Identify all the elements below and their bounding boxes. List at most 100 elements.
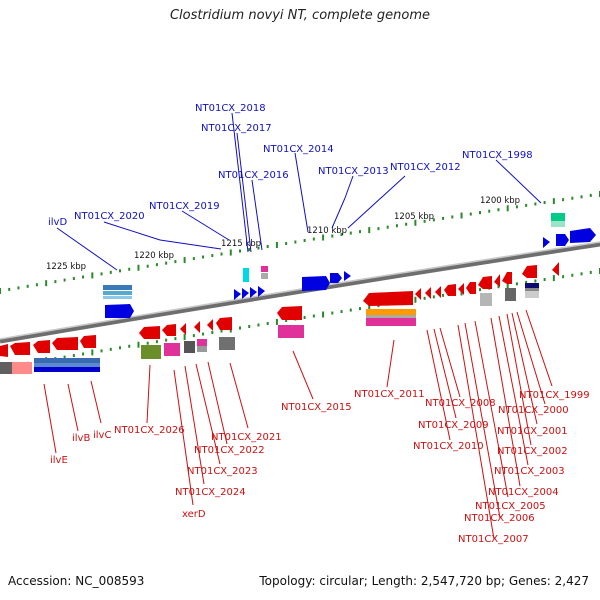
gene-ilv-box-blue2[interactable] xyxy=(34,363,100,367)
gene-block-ilvD-bot[interactable] xyxy=(103,296,132,299)
gene-nt01cx-2011-box-grey[interactable] xyxy=(366,315,416,318)
minor-tick-mark xyxy=(146,341,149,345)
gene-nt01cx-2000-box-navy[interactable] xyxy=(525,283,539,288)
gene-nt01cx-2023[interactable] xyxy=(194,321,200,333)
gene-nt01cx-2022-box2[interactable] xyxy=(197,346,207,352)
gene-ilvE-box-grey[interactable] xyxy=(0,362,12,374)
minor-tick-mark xyxy=(359,230,361,234)
minor-tick-mark xyxy=(312,237,315,241)
gene-nt01cx-2000-box-light[interactable] xyxy=(525,291,539,298)
minor-tick-mark xyxy=(100,272,103,276)
gene-nt01cx-2013[interactable] xyxy=(330,273,342,283)
gene-ilvB[interactable] xyxy=(33,340,50,353)
gene-nt01cx-2007[interactable] xyxy=(444,284,456,296)
gene-nt01cx-2014-box[interactable] xyxy=(261,266,268,272)
outer-tick-ring xyxy=(0,191,600,294)
gene-nt01cx-2021[interactable] xyxy=(216,317,232,330)
gene-ilv-box-blue1[interactable] xyxy=(34,358,100,363)
gene-nt01cx-2008[interactable] xyxy=(435,286,441,298)
gene-nt01cx-1998b[interactable] xyxy=(556,234,569,246)
gene-nt01cx-2011-box-pink[interactable] xyxy=(366,318,416,326)
gene-nt01cx-2015[interactable] xyxy=(277,306,302,320)
gene-nt01cx-2004-box[interactable] xyxy=(480,293,492,306)
gene-nt01cx-1998-box[interactable] xyxy=(551,213,565,221)
gene-nt01cx-2017[interactable] xyxy=(242,288,249,299)
gene-nt01cx-2016b[interactable] xyxy=(258,286,265,297)
minor-tick-mark xyxy=(571,196,574,200)
minor-tick-mark xyxy=(119,269,121,273)
gene-nt01cx-2011[interactable] xyxy=(363,291,413,306)
gene-ilvE-left[interactable] xyxy=(0,344,8,357)
label-nt01cx-2018: NT01CX_2018 xyxy=(195,103,266,114)
gene-nt01cx-2000[interactable] xyxy=(522,265,537,278)
gene-ilvD[interactable] xyxy=(105,304,134,318)
label-nt01cx-2016: NT01CX_2016 xyxy=(218,170,289,181)
gene-nt01cx-2010[interactable] xyxy=(415,288,421,300)
gene-nt01cx-2005[interactable] xyxy=(466,282,476,294)
gene-nt01cx-2026[interactable] xyxy=(139,326,160,339)
gene-nt01cx-2022[interactable] xyxy=(207,319,213,331)
kbp-label-1205: 1205 kbp xyxy=(394,212,434,222)
gene-nt01cx-2002[interactable] xyxy=(502,272,512,284)
gene-nt01cx-2024-box[interactable] xyxy=(164,343,180,356)
major-tick-mark xyxy=(414,219,417,226)
gene-nt01cx-2012[interactable] xyxy=(344,271,351,281)
gene-nt01cx-1998-box2[interactable] xyxy=(551,221,565,227)
gene-nt01cx-2004[interactable] xyxy=(478,276,492,289)
minor-tick-mark xyxy=(100,349,103,353)
major-tick-mark xyxy=(137,341,140,348)
gene-nt01cx-2021-box[interactable] xyxy=(219,337,235,350)
gene-ilv-box-blue3[interactable] xyxy=(34,367,100,372)
gene-ilvC[interactable] xyxy=(52,337,78,350)
gene-nt01cx-2024b[interactable] xyxy=(180,323,186,335)
gene-nt01cx-2014[interactable] xyxy=(302,276,330,291)
gene-nt01cx-2014-box2[interactable] xyxy=(261,273,268,279)
gene-nt01cx-2003[interactable] xyxy=(494,274,500,287)
gene-nt01cx-2002-box[interactable] xyxy=(505,288,516,301)
minor-tick-mark xyxy=(220,329,223,333)
minor-tick-mark xyxy=(432,295,435,299)
minor-tick-mark xyxy=(82,275,85,279)
minor-tick-mark xyxy=(202,255,205,259)
label-nt01cx-1999: NT01CX_1999 xyxy=(519,390,590,401)
label-nt01cx-2020: NT01CX_2020 xyxy=(74,211,145,222)
gene-ilvC-b[interactable] xyxy=(80,335,96,348)
gene-nt01cx-2015-box[interactable] xyxy=(278,325,304,338)
label-nt01cx-2023: NT01CX_2023 xyxy=(187,466,258,477)
minor-tick-mark xyxy=(257,246,260,250)
gene-nt01cx-2016[interactable] xyxy=(250,287,257,298)
gene-nt01cx-2006[interactable] xyxy=(458,283,464,295)
label-nt01cx-2004: NT01CX_2004 xyxy=(488,487,559,498)
label-nt01cx-2011: NT01CX_2011 xyxy=(354,389,425,400)
gene-nt01cx-2022-box[interactable] xyxy=(197,339,207,346)
gene-nt01cx-2018[interactable] xyxy=(234,289,241,300)
minor-tick-mark xyxy=(423,296,426,300)
minor-tick-mark xyxy=(248,324,251,328)
gene-nt01cx-2009[interactable] xyxy=(425,287,431,299)
minor-tick-mark xyxy=(525,203,528,207)
gene-ilvE-box-pink[interactable] xyxy=(12,362,32,374)
minor-tick-mark xyxy=(479,288,481,292)
gene-ilvE[interactable] xyxy=(10,342,30,355)
gene-nt01cx-2000-box-grey[interactable] xyxy=(525,288,539,291)
minor-tick-mark xyxy=(562,198,565,202)
gene-nt01cx-2023-box[interactable] xyxy=(184,341,195,353)
major-tick-mark xyxy=(229,249,232,256)
minor-tick-mark xyxy=(386,225,389,229)
gene-nt01cx-1998[interactable] xyxy=(543,237,550,248)
label-nt01cx-2005: NT01CX_2005 xyxy=(475,501,546,512)
gene-block-ilvD-top[interactable] xyxy=(103,285,132,290)
gene-nt01cx-2016-box[interactable] xyxy=(243,268,249,282)
gene-nt01cx-2024a[interactable] xyxy=(162,324,176,336)
minor-tick-mark xyxy=(331,311,334,315)
gene-nt01cx-2011-box-orange[interactable] xyxy=(366,309,416,315)
minor-tick-mark xyxy=(155,340,158,344)
gene-nt01cx-2026-box[interactable] xyxy=(141,345,161,359)
gene-block-ilvD-mid[interactable] xyxy=(103,291,132,295)
major-tick-mark xyxy=(91,349,94,356)
gene-nt01cx-1998c[interactable] xyxy=(570,228,596,243)
minor-tick-mark xyxy=(580,195,583,199)
label-nt01cx-2026: NT01CX_2026 xyxy=(114,425,185,436)
gene-nt01cx-1999[interactable] xyxy=(552,262,559,276)
kbp-label-1200: 1200 kbp xyxy=(480,196,520,206)
